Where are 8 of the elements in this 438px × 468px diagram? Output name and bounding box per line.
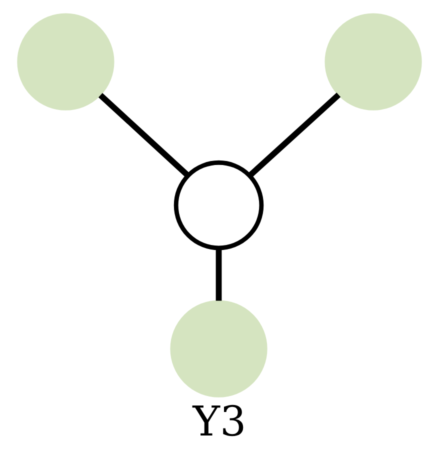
node-circle [173, 160, 264, 250]
node-circle [16, 13, 114, 110]
connector [215, 248, 222, 301]
caption: Y3 [192, 397, 246, 446]
connector [98, 93, 190, 178]
node-circle [170, 300, 267, 398]
node-circle [324, 13, 422, 110]
connector [247, 92, 340, 178]
